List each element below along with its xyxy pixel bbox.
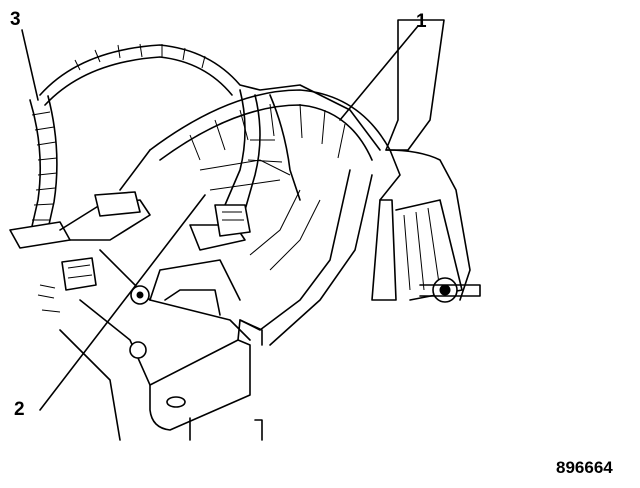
lower-body: [59, 224, 251, 441]
callout-3: 3: [10, 9, 21, 30]
column-post: [371, 19, 481, 303]
harness-branch-3: [9, 95, 151, 313]
figure-number: 896664: [556, 458, 613, 477]
callout-1: 1: [416, 11, 427, 32]
callout-2: 2: [14, 399, 25, 420]
mounting-bracket: [119, 89, 401, 346]
callout-leaders: [21, 25, 419, 411]
lower-plate: [149, 319, 263, 441]
wiring-harness: [39, 43, 381, 237]
